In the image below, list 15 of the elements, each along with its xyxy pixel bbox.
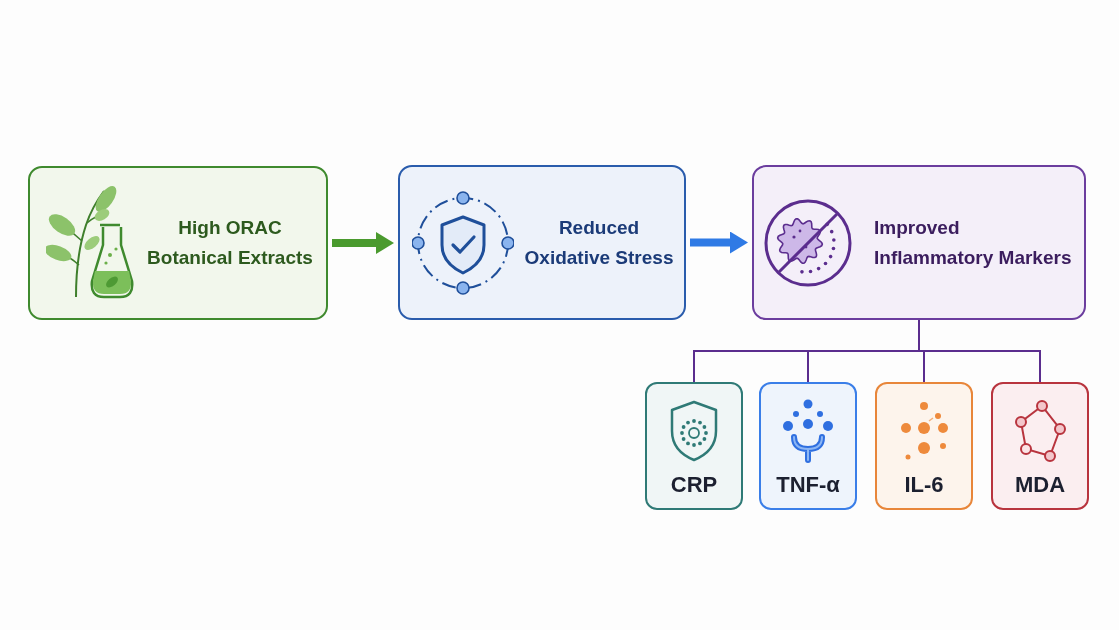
node-label: CRP [670, 471, 718, 499]
node-label: Improved Inflammatory Markers [874, 215, 1073, 270]
node-label: TNF-α [776, 471, 840, 499]
process-box [752, 165, 1086, 320]
node-label: IL-6 [904, 471, 944, 499]
marker-card [759, 382, 857, 510]
marker-card [875, 382, 973, 510]
node-label: MDA [1014, 471, 1066, 499]
node-label: Reduced Oxidative Stress [523, 215, 675, 270]
node-label: High ORAC Botanical Extracts [146, 216, 314, 270]
marker-card [645, 382, 743, 510]
process-box [28, 166, 328, 320]
process-box [398, 165, 686, 320]
marker-card [991, 382, 1089, 510]
connector-line [918, 319, 1041, 383]
